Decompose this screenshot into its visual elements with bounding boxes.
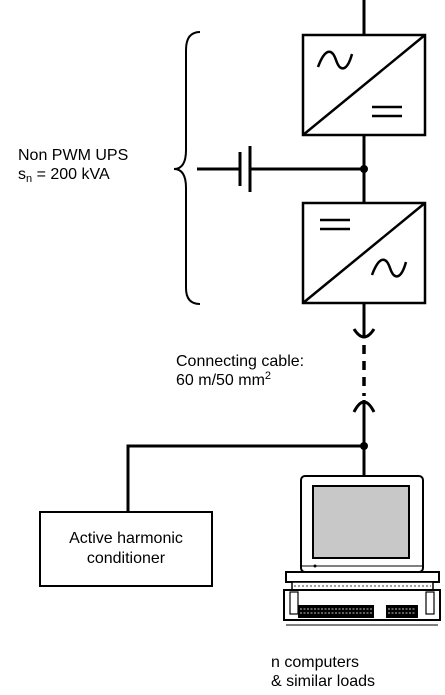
loads-line-1: n computers — [271, 654, 360, 671]
cable-spec-superscript: 2 — [264, 370, 272, 382]
conditioner-label: Active harmonic conditioner — [69, 529, 183, 569]
cable-title: Connecting cable: — [176, 353, 305, 370]
ups-rating-value: = 200 kVA — [32, 166, 110, 183]
brace-icon — [173, 31, 201, 305]
cable-label: Connecting cable: 60 m/50 mm2 — [176, 352, 304, 390]
ups-rating-symbol: s — [18, 166, 26, 183]
battery-icon — [197, 146, 364, 192]
ups-label: Non PWM UPS sn = 200 kVA — [18, 146, 129, 185]
active-harmonic-conditioner-box: Active harmonic conditioner — [39, 511, 213, 587]
ups-rating-subscript: n — [26, 173, 33, 185]
cable-spec: 60 m/50 mm2 — [176, 371, 304, 390]
computer-icon — [283, 475, 441, 626]
inverter-icon — [301, 201, 427, 305]
loads-line-2: & similar loads — [271, 673, 376, 690]
connector-plug-icon — [352, 328, 376, 339]
conditioner-branch-line — [126, 444, 364, 511]
ups-name: Non PWM UPS — [18, 147, 129, 164]
conditioner-line-1: Active harmonic — [69, 530, 183, 547]
loads-label: n computers & similar loads — [271, 653, 375, 691]
conditioner-line-2: conditioner — [86, 550, 166, 567]
cable-spec-value: 60 m/50 mm — [176, 372, 265, 389]
ups-rating: sn = 200 kVA — [18, 165, 128, 185]
rectifier-icon — [301, 33, 427, 137]
